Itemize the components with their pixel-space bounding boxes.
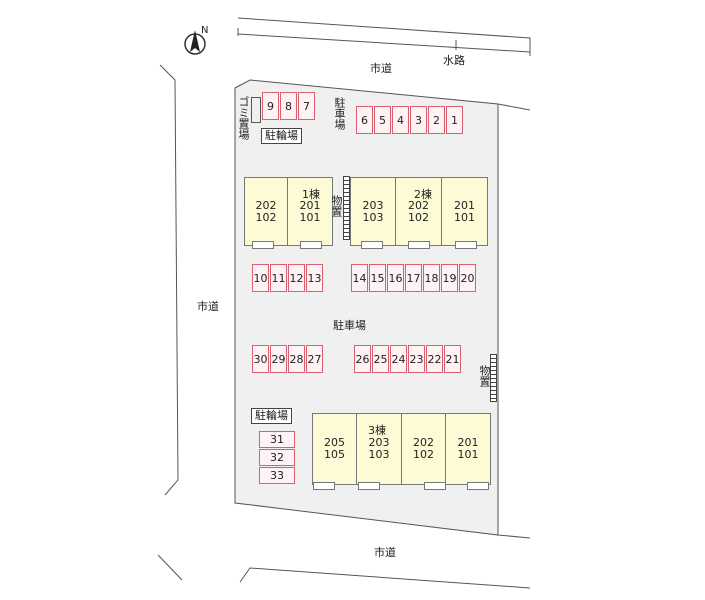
parking-space: 30 [252,345,269,373]
parking-space: 20 [459,264,476,292]
parking-row-f: 26 25 24 23 22 21 [354,345,462,373]
parking-space: 4 [392,106,409,134]
parking-space: 23 [408,345,425,373]
parking-space: 3 [410,106,427,134]
storage-2 [490,354,497,402]
waterway-label: 水路 [443,54,465,67]
building-3-name: 3棟 [368,424,386,437]
parking-space: 13 [306,264,323,292]
storage-1 [343,176,350,240]
entrance [467,482,489,490]
building-2-name: 2棟 [414,188,432,201]
north-road-edge [237,33,531,53]
parking-space: 25 [372,345,389,373]
parking-space: 14 [351,264,368,292]
parking-space: 33 [259,467,295,484]
storage-1-label: 物置 [330,195,343,217]
west-road-label: 市道 [197,300,219,313]
parking-space: 32 [259,449,295,466]
garbage-area [251,97,261,123]
parking-row-b: 6 5 4 3 2 1 [356,106,464,134]
bike-parking-bottom-label: 駐輪場 [251,408,292,424]
parking-space: 2 [428,106,445,134]
building-1-name: 1棟 [302,188,320,201]
parking-space: 11 [270,264,287,292]
parking-space: 27 [306,345,323,373]
parking-center-label: 駐車場 [333,319,366,332]
parking-row-e: 30 29 28 27 [252,345,324,373]
parking-space: 18 [423,264,440,292]
south-road-edge [239,567,531,589]
parking-space: 9 [262,92,279,120]
entrance [424,482,446,490]
parking-row-d: 14 15 16 17 18 19 20 [351,264,477,292]
parking-space: 15 [369,264,386,292]
parking-space: 16 [387,264,404,292]
parking-top-label: 駐車場 [333,97,346,130]
parking-col-g: 31 32 33 [259,431,295,485]
storage-2-label: 物置 [478,365,491,387]
compass-north-label: N [201,25,209,36]
north-road-label: 市道 [370,62,392,75]
garbage-area-label: ゴミ置場 [237,96,250,140]
parking-space: 1 [446,106,463,134]
parking-space: 19 [441,264,458,292]
parking-space: 26 [354,345,371,373]
parking-space: 22 [426,345,443,373]
parking-space: 28 [288,345,305,373]
parking-space: 24 [390,345,407,373]
parking-space: 17 [405,264,422,292]
entrance [455,241,477,249]
parking-space: 21 [444,345,461,373]
parking-space: 29 [270,345,287,373]
parking-space: 12 [288,264,305,292]
bike-parking-top-label: 駐輪場 [261,128,302,144]
entrance [252,241,274,249]
west-road-edge [159,64,179,496]
entrance [313,482,335,490]
entrance [358,482,380,490]
parking-space: 7 [298,92,315,120]
south-road-label: 市道 [374,546,396,559]
parking-space: 6 [356,106,373,134]
parking-space: 10 [252,264,269,292]
parking-row-c: 10 11 12 13 [252,264,324,292]
entrance [361,241,383,249]
parking-row-a: 9 8 7 [262,92,316,120]
entrance [408,241,430,249]
parking-space: 8 [280,92,297,120]
entrance [300,241,322,249]
parking-space: 5 [374,106,391,134]
parking-space: 31 [259,431,295,448]
